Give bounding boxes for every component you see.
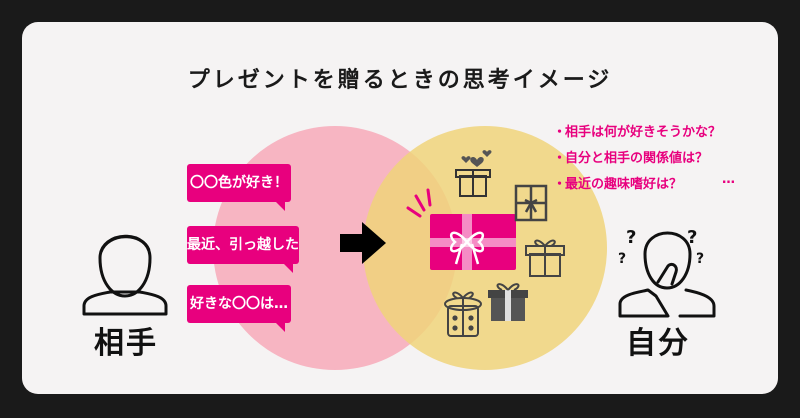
gift-box-outline-icon [525,239,565,277]
thought-item: ・相手は何が好きそうかな？ [553,125,722,140]
diagram-title: プレゼントを贈るときの思考イメージ [187,68,613,93]
svg-text:?: ? [626,227,636,248]
gift-box-round-icon [444,291,482,337]
speech-bubble-2: 最近、引っ越した [187,226,299,273]
gift-box-flat-icon [514,184,548,222]
svg-text:?: ? [618,251,626,267]
speech-bubble-3: 好きな〇〇は… [187,285,291,332]
person-outline-icon [82,234,168,316]
self-label: 自分 [626,326,690,361]
thought-list: ・相手は何が好きそうかな？ ・自分と相手の関係値は？ ・最近の趣味嗜好は？ [553,120,721,198]
svg-text:?: ? [687,227,697,248]
gift-card-icon [406,188,516,270]
gift-box-dark-icon [488,283,528,321]
svg-text:?: ? [696,251,704,267]
speech-bubble-1: 〇〇色が好き！ [187,164,291,211]
arrow-right-icon [340,222,386,264]
recipient-label: 相手 [94,326,158,361]
thought-item: ・自分と相手の関係値は？ [553,151,709,166]
thinking-person-icon: ? ? ? ? [618,227,716,318]
thought-item: ・最近の趣味嗜好は？ [553,177,683,192]
gift-hearts-icon [455,150,492,197]
thought-ellipsis: … [722,172,735,187]
